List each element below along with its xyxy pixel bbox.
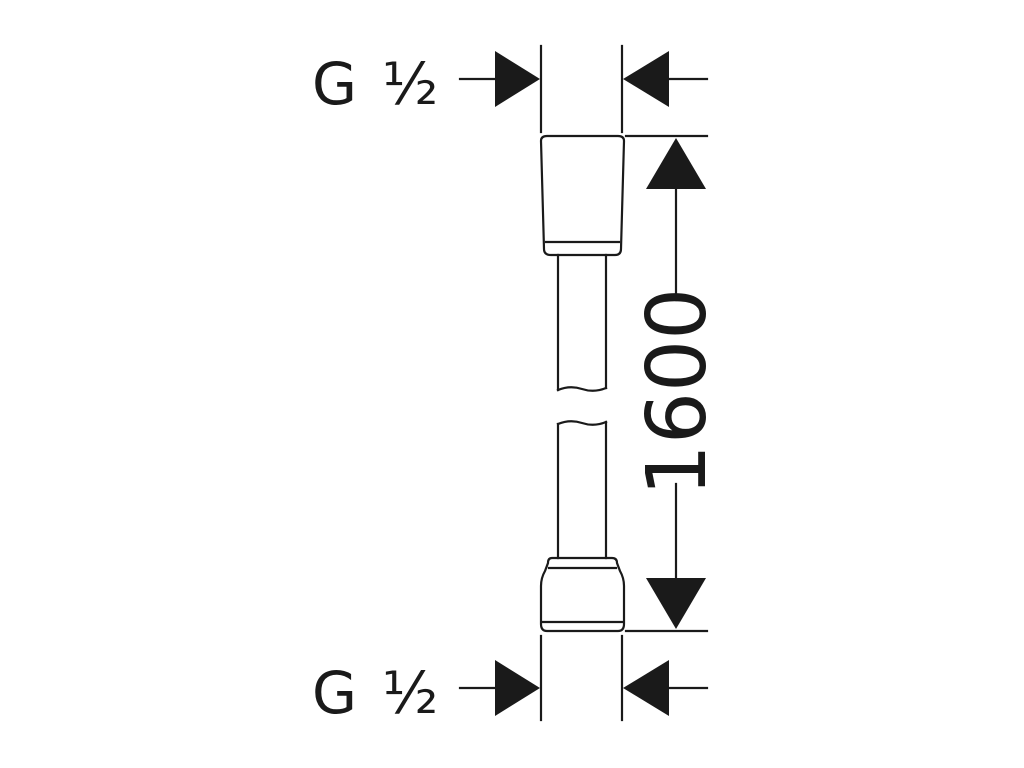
top-thread-letter: G — [312, 50, 357, 118]
top-thread-dimension — [458, 44, 709, 134]
hose-upper-break — [556, 386, 608, 392]
length-arrow-bottom — [646, 578, 706, 629]
bottom-thread-dimension — [458, 634, 709, 722]
bottom-nut — [539, 556, 626, 633]
top-thread-fraction: ½ — [382, 50, 438, 118]
hose-lower-section — [556, 420, 608, 560]
hose-lower-break — [556, 420, 608, 426]
top-dimension-arrow-right — [623, 51, 669, 107]
top-thread-label: G ½ — [312, 50, 438, 118]
hose-upper-section — [556, 253, 608, 392]
length-value: 1600 — [630, 288, 725, 497]
bottom-dimension-arrow-left — [495, 660, 540, 716]
length-dimension: 1600 — [624, 134, 725, 633]
top-nut — [539, 134, 626, 257]
length-arrow-top — [646, 138, 706, 189]
bottom-thread-letter: G — [312, 659, 357, 727]
bottom-thread-label: G ½ — [312, 659, 438, 727]
bottom-thread-fraction: ½ — [382, 659, 438, 727]
bottom-dimension-arrow-right — [623, 660, 669, 716]
shower-hose — [539, 134, 626, 633]
top-dimension-arrow-left — [495, 51, 540, 107]
